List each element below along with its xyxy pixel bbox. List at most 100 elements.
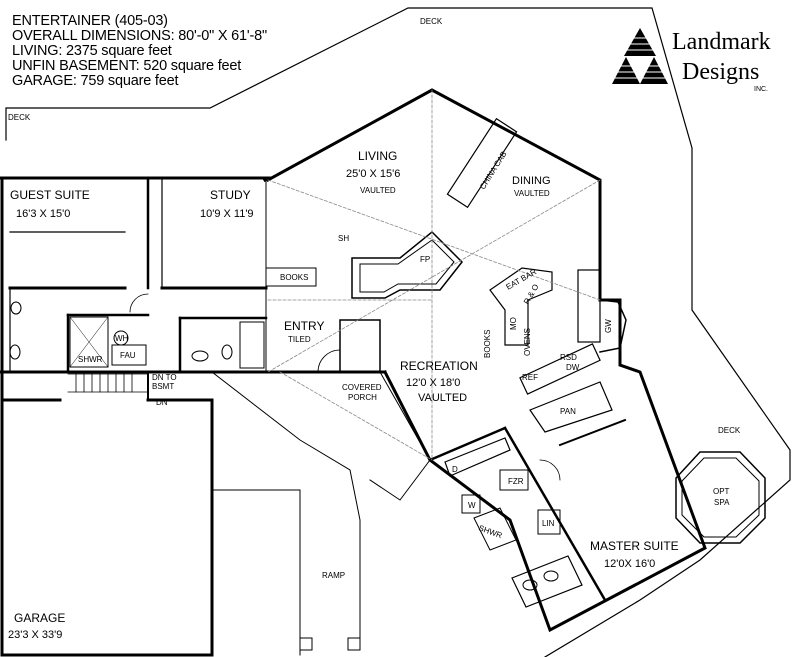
walkway xyxy=(369,371,431,501)
guest-suite-dim: 16'3 X 15'0 xyxy=(16,208,70,220)
sink-icon xyxy=(543,570,559,582)
sink-icon xyxy=(10,301,22,315)
study-name: STUDY xyxy=(210,188,251,202)
laundry-counter xyxy=(444,437,511,477)
mo-label: MO xyxy=(509,317,518,330)
porch-line2: PORCH xyxy=(348,393,377,402)
logo-line1: Landmark xyxy=(672,29,771,55)
lin-label: LIN xyxy=(542,519,555,528)
master-name: MASTER SUITE xyxy=(590,539,679,553)
washer xyxy=(461,494,481,514)
study-books-shelf xyxy=(265,267,317,287)
shwr-label: SHWR xyxy=(78,355,103,364)
post xyxy=(299,637,313,651)
d-label: D xyxy=(452,465,458,474)
ovens-label: OVENS xyxy=(523,328,532,356)
garage-dim: 23'3 X 33'9 xyxy=(8,629,62,641)
kitchen-bay xyxy=(599,299,627,353)
wall xyxy=(503,426,607,602)
shwr-master-label: SHWR xyxy=(477,523,503,540)
door-swing xyxy=(539,459,561,481)
plan-header: ENTERTAINER (405-03) OVERALL DIMENSIONS:… xyxy=(12,14,267,89)
kitchen-counter xyxy=(577,269,601,343)
entry-note: TILED xyxy=(288,335,311,344)
entry-closet xyxy=(339,319,381,373)
toilet-icon xyxy=(9,344,21,360)
pantry xyxy=(529,381,613,433)
dw-label: DW xyxy=(566,363,580,372)
master-shower xyxy=(473,507,517,551)
porch-line1: COVERED xyxy=(342,383,382,392)
china-cabinet xyxy=(446,117,518,209)
sink-icon xyxy=(191,350,209,362)
post xyxy=(347,637,361,651)
vault-lines xyxy=(267,89,601,461)
recreation-note: VAULTED xyxy=(418,392,467,404)
wall xyxy=(558,418,627,447)
master-wing-wall xyxy=(382,298,707,633)
gw-label: GW xyxy=(604,319,613,333)
deck-outline xyxy=(5,7,791,657)
books-kitchen-label: BOOKS xyxy=(483,330,492,358)
wh-label: WH xyxy=(115,334,129,343)
living-hexagon-wall xyxy=(265,88,602,302)
kitchen-counter xyxy=(519,343,601,395)
exterior-wall xyxy=(0,176,273,183)
garage-door xyxy=(211,489,301,656)
spa-line2: SPA xyxy=(714,498,730,507)
toilet-icon xyxy=(221,344,233,360)
spa-line1: OPT xyxy=(713,487,730,496)
recreation-name: RECREATION xyxy=(400,359,478,373)
overall-dimensions: OVERALL DIMENSIONS: 80'-0" X 61'-8" xyxy=(12,28,267,44)
fau-label: FAU xyxy=(120,351,136,360)
deck-label-left: DECK xyxy=(8,113,31,122)
plan-name: ENTERTAINER (405-03) xyxy=(12,13,168,29)
living-name: LIVING xyxy=(358,149,397,163)
spa-octagon xyxy=(675,451,766,544)
entry-name: ENTRY xyxy=(284,319,324,333)
ramp-label: RAMP xyxy=(322,571,345,580)
wall xyxy=(428,426,507,462)
porch-outline xyxy=(211,371,361,641)
dining-name: DINING xyxy=(512,175,551,187)
garage-wall xyxy=(0,370,214,657)
bsmt-label: BSMT xyxy=(152,382,174,391)
landmark-logo: Landmark Designs INC. xyxy=(612,26,782,96)
mountain-logo-icon xyxy=(612,28,668,84)
deck-label-top: DECK xyxy=(420,17,443,26)
freezer xyxy=(499,469,529,491)
fp-label: FP xyxy=(420,255,430,264)
garage-name: GARAGE xyxy=(14,611,65,625)
door-swing xyxy=(317,349,341,373)
dn-to-label: DN TO xyxy=(152,373,177,382)
fzr-label: FZR xyxy=(508,477,524,486)
fireplace-inner xyxy=(359,239,455,293)
tub xyxy=(239,321,265,369)
pan-label: PAN xyxy=(560,407,576,416)
plan-text: DECK DECK DECK GUEST SUITE 16'3 X 15'0 S… xyxy=(8,17,741,641)
deck-label-right: DECK xyxy=(718,426,741,435)
master-vanity xyxy=(511,555,583,608)
dining-note: VAULTED xyxy=(514,189,550,198)
stairs xyxy=(67,373,149,393)
rsd-label: RSD xyxy=(560,353,577,362)
living-area: LIVING: 2375 square feet xyxy=(12,43,172,59)
guest-suite-name: GUEST SUITE xyxy=(10,188,90,202)
china-cab-label: CHINA CAB xyxy=(478,150,508,191)
fau xyxy=(111,344,147,366)
dn-label: DN xyxy=(156,398,168,407)
master-dim: 12'0X 16'0 xyxy=(604,558,655,570)
linen xyxy=(537,509,561,535)
sink-icon xyxy=(522,579,538,591)
eat-bar xyxy=(489,267,553,346)
door-swing xyxy=(129,293,149,313)
basement-area: UNFIN BASEMENT: 520 square feet xyxy=(12,58,242,74)
shower xyxy=(69,316,109,368)
fireplace xyxy=(351,230,464,299)
garage-area: GARAGE: 759 square feet xyxy=(12,73,179,89)
study-dim: 10'9 X 11'9 xyxy=(200,208,254,220)
spa-inner xyxy=(681,457,760,538)
living-note: VAULTED xyxy=(360,186,396,195)
living-dim: 25'0 X 15'6 xyxy=(346,168,400,180)
